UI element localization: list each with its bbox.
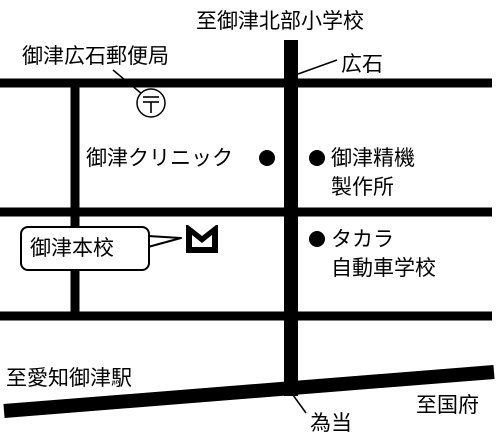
takara-dot-icon bbox=[309, 231, 325, 247]
to-aichi-mito-station-label: 至愛知御津駅 bbox=[6, 366, 132, 390]
to-kokufu-label: 至国府 bbox=[416, 393, 479, 417]
hiroishi-label: 広石 bbox=[341, 52, 383, 76]
seiki-label-line1: 御津精機 bbox=[331, 146, 415, 170]
main-school-label: 御津本校 bbox=[30, 236, 114, 260]
post-office-label: 御津広石郵便局 bbox=[22, 44, 169, 68]
leader-hiroishi bbox=[297, 59, 338, 75]
takara-label-line2: 自動車学校 bbox=[331, 256, 436, 280]
takara-label-line1: タカラ bbox=[331, 227, 394, 251]
leader-tameto bbox=[292, 394, 307, 414]
to-north-school-label: 至御津北部小学校 bbox=[196, 9, 364, 33]
clinic-label: 御津クリニック bbox=[86, 146, 233, 170]
callout-pointer bbox=[147, 235, 182, 248]
leader-post-office bbox=[112, 69, 143, 95]
school-logo-icon bbox=[186, 225, 218, 253]
post-office-icon bbox=[136, 88, 166, 118]
road-main-diagonal bbox=[3, 365, 495, 418]
seiki-dot-icon bbox=[309, 150, 325, 166]
tameto-label: 為当 bbox=[310, 411, 352, 435]
clinic-dot-icon bbox=[259, 150, 275, 166]
main-school-callout bbox=[20, 226, 150, 271]
seiki-label-line2: 製作所 bbox=[331, 175, 394, 199]
